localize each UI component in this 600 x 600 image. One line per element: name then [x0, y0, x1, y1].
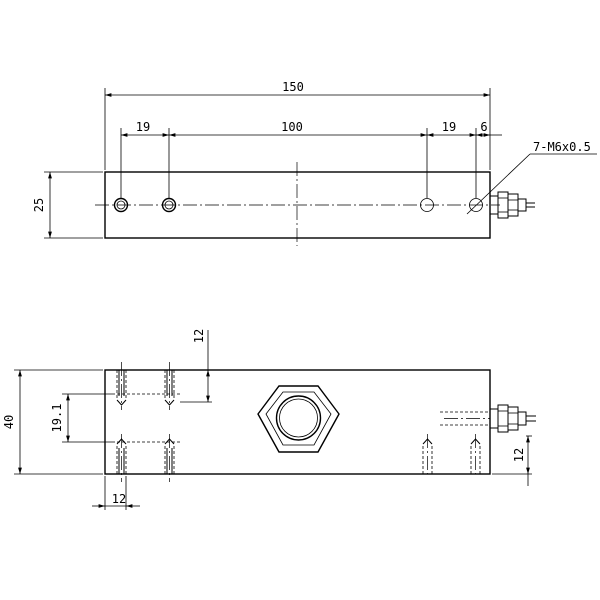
- front-hole-6: [470, 434, 481, 474]
- dim-19-right-label: 19: [442, 120, 456, 134]
- front-hole-2: [164, 362, 175, 410]
- front-cable-gland: [489, 404, 536, 433]
- front-view: 40 19.1 12 12 12: [2, 329, 536, 510]
- dim-150-label: 150: [282, 80, 304, 94]
- dim-25-label: 25: [32, 198, 46, 212]
- front-center-boss: [257, 385, 340, 453]
- top-hole-4: [469, 198, 483, 212]
- top-view: 150 19 100 19 6 25 7-M6x0.5: [32, 80, 597, 246]
- thread-leader: [466, 153, 531, 215]
- dim-100-label: 100: [281, 120, 303, 134]
- dim-40-label: 40: [2, 415, 16, 429]
- top-cable-gland: [489, 191, 535, 219]
- top-hole-2: [161, 197, 177, 213]
- dim-12-bottom-label: 12: [112, 492, 126, 506]
- top-hole-1: [113, 197, 129, 213]
- dim-12-right-label: 12: [512, 448, 526, 462]
- front-hole-1: [116, 362, 127, 410]
- dim-6-label: 6: [480, 120, 487, 134]
- top-hole-2-inner: [164, 200, 174, 210]
- dim-19-1-label: 19.1: [50, 404, 64, 433]
- dim-19-left-label: 19: [136, 120, 150, 134]
- front-hole-5: [422, 434, 433, 474]
- dim-12-top-label: 12: [192, 329, 206, 343]
- thread-callout-label: 7-M6x0.5: [533, 140, 591, 154]
- top-hole-1-inner: [116, 200, 126, 210]
- front-hole-3: [116, 434, 127, 482]
- front-hole-4: [164, 434, 175, 482]
- top-hole-3: [420, 198, 434, 212]
